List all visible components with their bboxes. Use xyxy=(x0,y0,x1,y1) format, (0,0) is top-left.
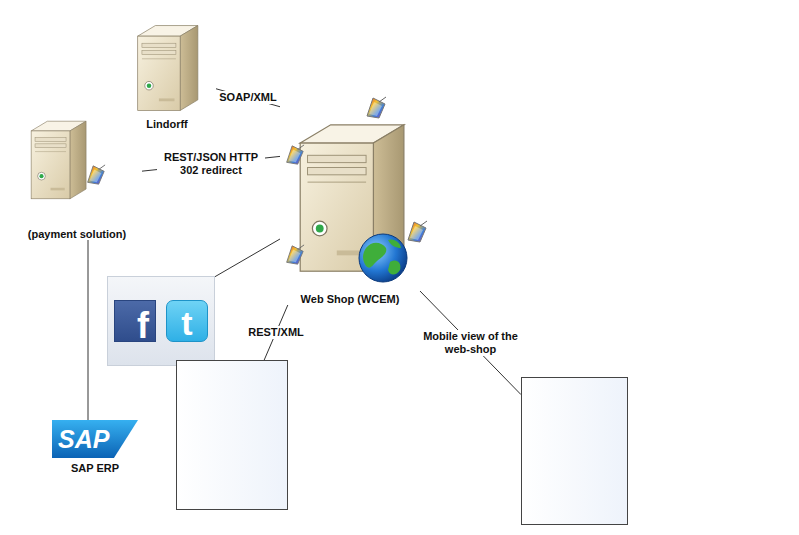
monitor-badge xyxy=(88,165,105,184)
monitor-badge xyxy=(287,245,304,264)
server-node: Lindorff xyxy=(118,18,216,130)
server-icon xyxy=(31,121,86,199)
facebook-logo: f xyxy=(114,300,156,342)
globe-icon xyxy=(359,234,407,282)
device-box xyxy=(521,377,628,525)
erp-node: SAP SAP ERP xyxy=(45,420,145,494)
server-node: (payment solution) xyxy=(12,114,142,240)
server-icon xyxy=(138,26,198,111)
edge-label: REST/XML xyxy=(246,326,306,339)
node-label: Lindorff xyxy=(144,118,190,130)
node-label: Web Shop (WCEM) xyxy=(299,293,402,305)
server-node: Web Shop (WCEM) xyxy=(280,94,420,305)
connector-line xyxy=(88,240,89,420)
social-box: ft xyxy=(107,276,215,366)
edge-label: Mobile view of the web-shop xyxy=(417,330,525,356)
twitter-logo: t xyxy=(166,300,208,342)
node-label: (payment solution) xyxy=(26,228,128,240)
node-label: SAP ERP xyxy=(69,462,121,474)
monitor-badge xyxy=(367,97,386,118)
edge-label: REST/JSON HTTP 302 redirect xyxy=(157,151,265,177)
edge-label: SOAP/XML xyxy=(217,91,278,104)
device-box xyxy=(176,360,288,510)
monitor-badge xyxy=(408,221,427,242)
connector-line xyxy=(215,239,280,277)
sap-logo: SAP xyxy=(52,420,138,458)
connector-line xyxy=(216,89,280,107)
monitor-badge xyxy=(287,145,304,164)
